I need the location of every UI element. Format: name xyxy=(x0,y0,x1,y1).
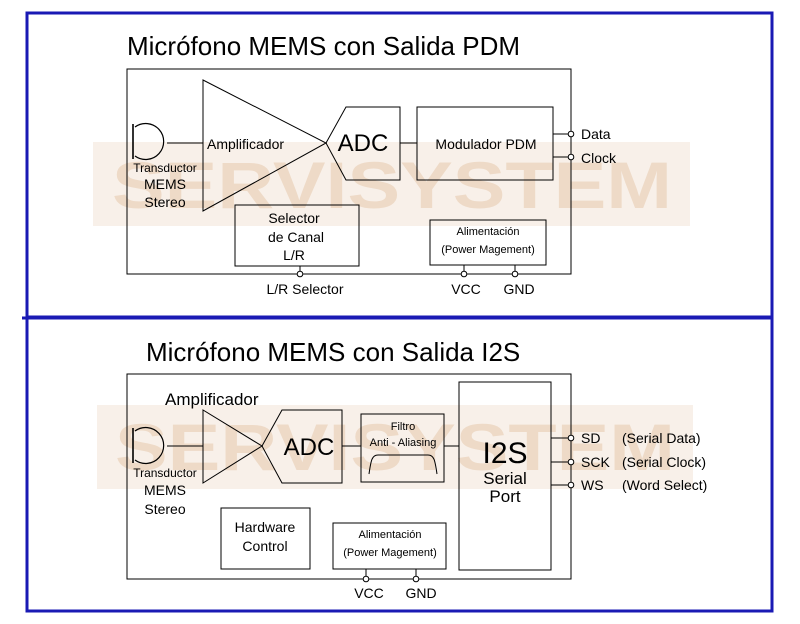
i2s-filter-label-1: Filtro xyxy=(391,421,415,433)
i2s-power-box xyxy=(332,522,447,570)
i2s-port-label-3: Port xyxy=(489,487,520,506)
i2s-sd-desc: (Serial Data) xyxy=(622,430,701,446)
pdm-transducer-label-3: Stereo xyxy=(144,194,185,210)
pdm-modulator-label: Modulador PDM xyxy=(435,136,536,152)
i2s-sck-desc: (Serial Clock) xyxy=(622,454,706,470)
pdm-power-label-2: (Power Magement) xyxy=(441,244,535,256)
i2s-sd-label: SD xyxy=(581,430,600,446)
pdm-selector-label-1: Selector xyxy=(268,210,320,226)
pdm-microphone-icon xyxy=(134,122,165,161)
i2s-transducer-label-3: Stereo xyxy=(144,501,185,517)
i2s-ws-label: WS xyxy=(581,477,604,493)
pdm-adc-label: ADC xyxy=(338,130,389,157)
pdm-amplifier-triangle xyxy=(202,79,328,212)
i2s-watermark-band xyxy=(97,405,693,489)
i2s-power-block: Alimentación (Power Magement) xyxy=(332,522,447,570)
i2s-hardware-control-box xyxy=(220,507,311,570)
i2s-gnd-label: GND xyxy=(405,585,436,601)
i2s-ws-desc: (Word Select) xyxy=(622,477,707,493)
i2s-panel: SERVISYSTEM Micrófono MEMS con Salida I2… xyxy=(25,316,774,613)
i2s-microphone-icon xyxy=(134,426,165,465)
i2s-filter-response-curve xyxy=(368,454,438,475)
pdm-selector-label-2: de Canal xyxy=(268,229,324,245)
i2s-hardware-label-2: Control xyxy=(242,538,287,554)
pdm-power-block: Alimentación (Power Magement) xyxy=(429,219,547,266)
i2s-chip-outline xyxy=(126,373,572,580)
pdm-transducer: Transductor MEMS Stereo xyxy=(132,122,197,210)
i2s-ws-pin xyxy=(567,481,575,489)
pdm-watermark-band xyxy=(93,142,690,226)
i2s-hardware-control: Hardware Control xyxy=(220,507,311,570)
pdm-power-label-1: Alimentación xyxy=(457,226,520,238)
pdm-lr-selector-label: L/R Selector xyxy=(266,281,343,297)
pdm-vcc-label: VCC xyxy=(451,281,481,297)
i2s-adc-label: ADC xyxy=(284,434,335,461)
i2s-sck-pin xyxy=(567,458,575,466)
pdm-adc: ADC xyxy=(325,106,401,181)
i2s-adc: ADC xyxy=(261,409,343,484)
pdm-vcc-pin xyxy=(460,270,468,278)
i2s-transducer-label-2: MEMS xyxy=(144,482,186,498)
pdm-chip-outline xyxy=(126,68,572,275)
i2s-port-label-2: Serial xyxy=(483,469,526,488)
pdm-data-pin xyxy=(567,130,575,138)
i2s-gnd-pin xyxy=(412,575,420,583)
pdm-selector-box xyxy=(234,204,360,267)
pdm-gnd-label: GND xyxy=(503,281,534,297)
i2s-port-label-1: I2S xyxy=(482,437,527,470)
pdm-gnd-pin xyxy=(511,270,519,278)
pdm-transducer-label-2: MEMS xyxy=(144,176,186,192)
i2s-sck-label: SCK xyxy=(581,454,610,470)
i2s-amplifier: Amplificador xyxy=(165,390,263,484)
pdm-amplifier: Amplificador xyxy=(202,79,328,212)
pdm-channel-selector: Selector de Canal L/R xyxy=(234,204,360,267)
i2s-hardware-label-1: Hardware xyxy=(235,519,296,535)
i2s-sd-pin xyxy=(567,434,575,442)
i2s-serial-port-box xyxy=(458,381,552,571)
pdm-lr-pin xyxy=(296,270,304,278)
i2s-power-label-1: Alimentación xyxy=(359,529,422,541)
i2s-filter: Filtro Anti - Aliasing xyxy=(360,413,445,483)
i2s-amplifier-triangle xyxy=(202,409,263,484)
pdm-clock-label: Clock xyxy=(581,150,617,166)
i2s-serial-port: I2S Serial Port xyxy=(458,381,552,571)
pdm-modulator: Modulador PDM xyxy=(416,106,554,181)
pdm-clock-pin xyxy=(567,153,575,161)
i2s-vcc-pin xyxy=(362,575,370,583)
pdm-selector-label-3: L/R xyxy=(283,247,305,263)
pdm-amplifier-label: Amplificador xyxy=(207,136,284,152)
pdm-modulator-box xyxy=(416,106,554,181)
pdm-panel: SERVISYSTEM Micrófono MEMS con Salida PD… xyxy=(25,11,774,319)
i2s-power-label-2: (Power Magement) xyxy=(343,547,437,559)
pdm-transducer-label-1: Transductor xyxy=(133,161,197,175)
i2s-title: Micrófono MEMS con Salida I2S xyxy=(146,337,520,367)
i2s-transducer-label-1: Transductor xyxy=(133,466,197,480)
pdm-title: Micrófono MEMS con Salida PDM xyxy=(127,31,520,61)
i2s-panel-frame xyxy=(25,316,774,613)
i2s-amplifier-label: Amplificador xyxy=(165,390,259,409)
i2s-filter-label-2: Anti - Aliasing xyxy=(370,437,437,449)
i2s-watermark: SERVISYSTEM xyxy=(115,410,675,484)
pdm-data-label: Data xyxy=(581,126,611,142)
pdm-power-box xyxy=(429,219,547,266)
i2s-filter-box xyxy=(360,413,445,483)
i2s-vcc-label: VCC xyxy=(354,585,384,601)
i2s-transducer: Transductor MEMS Stereo xyxy=(132,426,197,517)
